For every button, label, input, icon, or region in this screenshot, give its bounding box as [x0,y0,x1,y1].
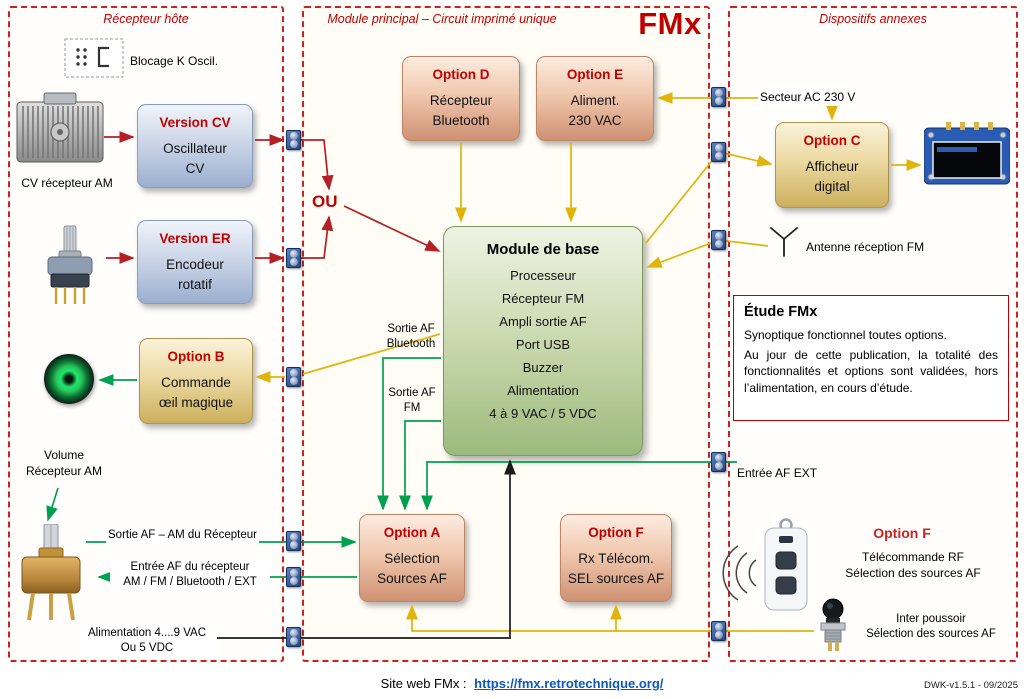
alimentation-label: Alimentation 4....9 VAC Ou 5 VDC [78,626,216,657]
cv-caption: CV récepteur AM [21,176,113,190]
etude-line2: Au jour de cette publication, la totalit… [744,348,998,395]
screw-terminal-icon [286,567,301,587]
module-de-base-box: Module de base Processeur Récepteur FM A… [443,226,643,456]
module-de-base-title: Module de base [486,241,600,258]
site-link[interactable]: https://fmx.retrotechnique.org/ [474,676,664,691]
main-panel-title: Module principal – Circuit imprimé uniqu… [327,12,557,26]
version-stamp: DWK-v1.5.1 - 09/2025 [924,680,1018,691]
option-d-body: Récepteur Bluetooth [429,93,493,128]
module-item: Port USB [515,337,571,352]
screw-terminal-icon [286,627,301,647]
option-e-title: Option E [566,67,624,82]
antenne-label: Antenne réception FM [806,240,925,254]
blocage-label: Blocage K Oscil. [130,54,219,68]
option-c-box: Option C Afficheur digital [775,122,889,208]
option-f-box: Option F Rx Télécom. SEL sources AF [560,514,672,602]
version-er-body: Encodeur rotatif [166,257,224,292]
screw-terminal-icon [286,248,301,268]
version-cv-title: Version CV [159,115,231,130]
oled-display-photo [924,122,1010,185]
sortie-af-bluetooth-label: Sortie AF Bluetooth [386,323,436,351]
etude-line1: Synoptique fonctionnel toutes options. [744,328,947,342]
option-d-box: Option D Récepteur Bluetooth [402,56,520,141]
module-item: Ampli sortie AF [499,314,587,329]
version-cv-box: Version CV Oscillateur CV [137,104,253,188]
oscillator-block-icon [64,38,124,78]
option-a-body: Sélection Sources AF [377,551,447,586]
option-c-title: Option C [803,133,861,148]
option-b-body: Commande œil magique [158,375,234,410]
option-f-title: Option F [588,525,644,540]
screw-terminal-icon [711,230,726,250]
secteur-label: Secteur AC 230 V [758,90,858,106]
option-b-title: Option B [167,349,225,364]
module-item: Processeur [510,268,576,283]
entree-af-label: Entrée AF du récepteur AM / FM / Bluetoo… [110,560,270,591]
fmx-logo: FMx [638,6,702,41]
antenna-icon [770,227,798,257]
annex-panel-title: Dispositifs annexes [819,12,927,26]
option-f-body: Rx Télécom. SEL sources AF [567,551,665,586]
version-er-box: Version ER Encodeur rotatif [137,220,253,304]
option-e-box: Option E Aliment. 230 VAC [536,56,654,141]
option-c-body: Afficheur digital [805,159,859,194]
rotary-encoder-photo [47,225,93,304]
module-item: Buzzer [522,360,564,375]
remote-control-photo [764,518,808,611]
footer-site: Site web FMx : https://fmx.retrotechniqu… [342,676,702,691]
module-item: 4 à 9 VAC / 5 VDC [489,406,597,421]
entree-af-ext-label: Entrée AF EXT [737,466,818,480]
option-a-title: Option A [383,525,441,540]
option-b-box: Option B Commande œil magique [139,338,253,424]
host-panel-title: Récepteur hôte [103,12,189,26]
module-item: Alimentation [507,383,579,398]
screw-terminal-icon [286,367,301,387]
potentiometer-photo [21,524,81,621]
module-item: Récepteur FM [501,291,585,306]
telecommande-label: Télécommande RF Sélection des sources AF [845,550,981,580]
etude-fmx-note: Étude FMx Synoptique fonctionnel toutes … [733,295,1009,421]
magic-eye-photo [44,354,94,404]
screw-terminal-icon [711,87,726,107]
site-label: Site web FMx : [380,676,467,691]
inter-poussoir-label: Inter poussoir Sélection des sources AF [866,613,996,641]
option-e-body: Aliment. 230 VAC [568,93,622,128]
version-cv-body: Oscillateur CV [163,141,227,176]
screw-terminal-icon [286,531,301,551]
push-button-photo [820,598,846,651]
etude-title: Étude FMx [744,304,818,320]
sortie-af-am-label: Sortie AF – AM du Récepteur [106,528,259,544]
ou-label: OU [312,192,338,211]
screw-terminal-icon [711,621,726,641]
volume-label: Volume Récepteur AM [25,448,103,478]
sortie-af-fm-label: Sortie AF FM [388,387,436,415]
variable-capacitor-photo [16,92,104,163]
screw-terminal-icon [711,452,726,472]
version-er-title: Version ER [159,231,231,246]
screw-terminal-icon [286,130,301,150]
screw-terminal-icon [711,142,726,162]
option-f-remote-title: Option F [873,525,931,541]
option-d-title: Option D [432,67,490,82]
option-a-box: Option A Sélection Sources AF [359,514,465,602]
